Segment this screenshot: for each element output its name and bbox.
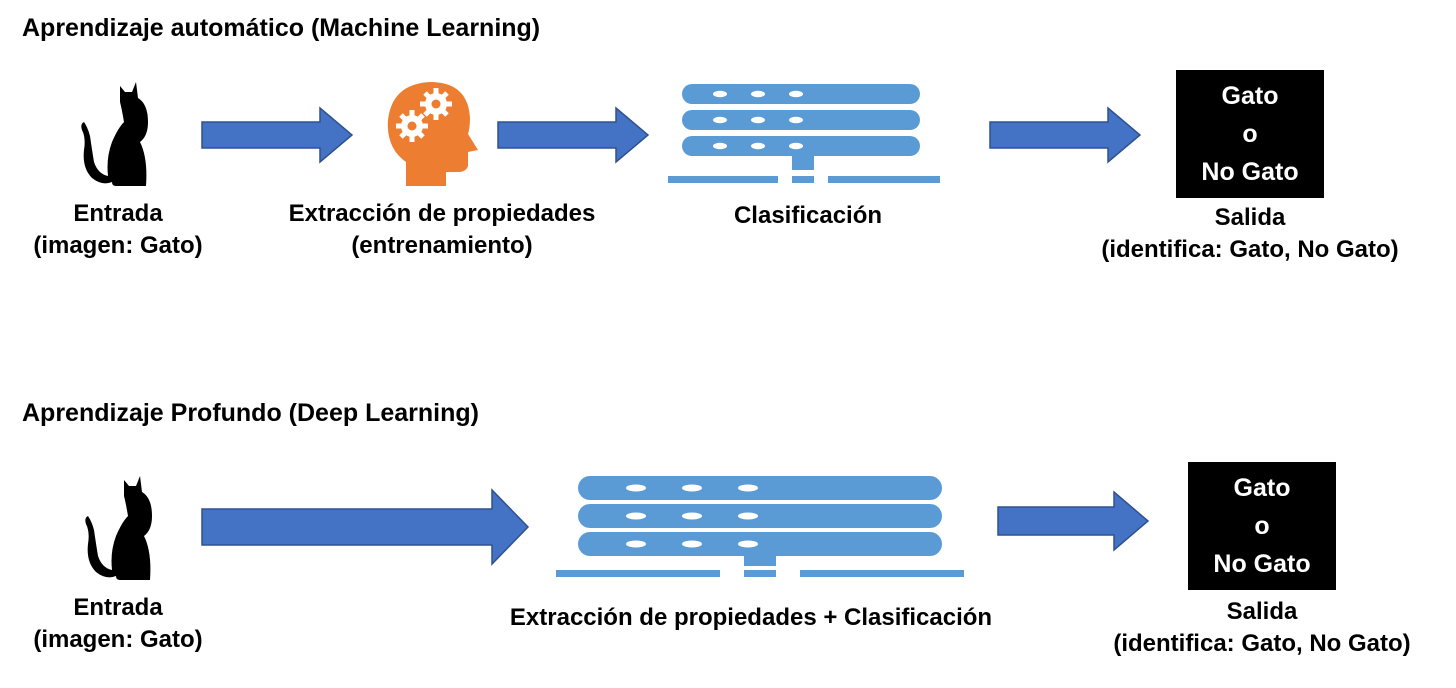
ml-output-box-line1: Gato <box>1221 82 1279 110</box>
cat-icon <box>85 476 152 580</box>
ml-extraction-line2: (entrenamiento) <box>351 232 533 259</box>
ml-output-box-line3: No Gato <box>1201 158 1299 186</box>
dl-output-box-line2: o <box>1254 512 1270 540</box>
ml-arrow-3 <box>989 106 1142 164</box>
dl-combined-label: Extracción de propiedades + Clasificació… <box>509 604 993 631</box>
dl-output-line2: (identifica: Gato, No Gato) <box>1113 630 1411 657</box>
dl-input-line1: Entrada <box>73 594 163 621</box>
dl-input-label: Entrada (imagen: Gato) <box>18 592 218 656</box>
dl-output-box-line3: No Gato <box>1213 550 1311 578</box>
dl-output-box-line1: Gato <box>1233 474 1291 502</box>
head-gears-icon <box>387 82 478 186</box>
server-stack-icon <box>668 84 940 183</box>
ml-input-line1: Entrada <box>73 200 163 227</box>
ml-section-title: Aprendizaje automático (Machine Learning… <box>22 14 541 42</box>
ml-input-line2: (imagen: Gato) <box>33 232 203 259</box>
ml-extraction-line1: Extracción de propiedades <box>288 200 596 227</box>
ml-extraction-label: Extracción de propiedades (entrenamiento… <box>262 198 622 262</box>
cat-icon <box>81 82 148 186</box>
dl-output-label: Salida (identifica: Gato, No Gato) <box>1070 596 1454 660</box>
dl-section-title: Aprendizaje Profundo (Deep Learning) <box>22 399 479 427</box>
dl-output-line1: Salida <box>1226 598 1298 625</box>
ml-arrow-1 <box>201 106 354 164</box>
ml-output-box-line2: o <box>1242 120 1258 148</box>
dl-output-box: Gato o No Gato <box>1188 462 1336 590</box>
ml-arrow-2 <box>497 106 650 164</box>
dl-input-line2: (imagen: Gato) <box>33 626 203 653</box>
ml-output-line1: Salida <box>1214 204 1286 231</box>
ml-output-line2: (identifica: Gato, No Gato) <box>1101 236 1399 263</box>
ml-output-label: Salida (identifica: Gato, No Gato) <box>1060 202 1440 266</box>
dl-arrow-2 <box>997 490 1150 552</box>
server-stack-icon <box>556 476 964 577</box>
ml-classification-label: Clasificación <box>733 202 883 229</box>
dl-arrow-1 <box>201 488 530 566</box>
ml-output-box: Gato o No Gato <box>1176 70 1324 198</box>
ml-input-label: Entrada (imagen: Gato) <box>18 198 218 262</box>
